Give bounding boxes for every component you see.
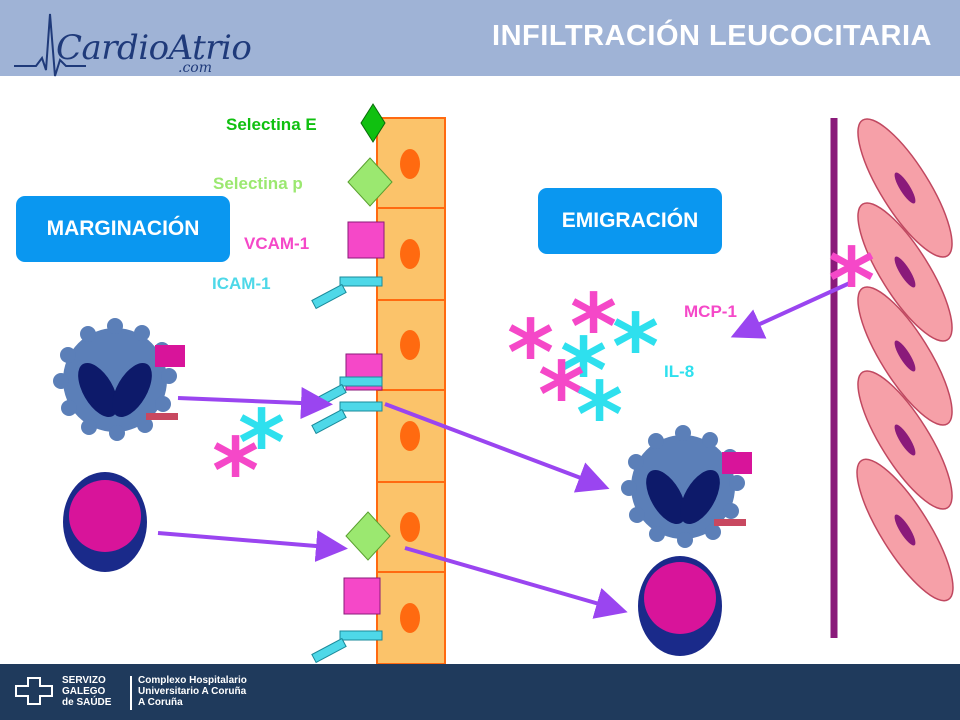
mcp1-label: MCP-1	[684, 302, 737, 321]
sergas-line-2: GALEGO	[62, 686, 106, 697]
arrow-monocyte-out	[384, 402, 610, 493]
hospital-line-2: Universitario A Coruña	[138, 686, 247, 697]
monocyte-right	[621, 425, 752, 548]
monocyte-left	[53, 318, 185, 441]
vcam-marker	[347, 221, 385, 259]
cytokine-asterisk: *	[238, 391, 285, 496]
selectina-p-bound-marker	[345, 511, 391, 561]
cytokine-asterisk: *	[828, 229, 875, 334]
page-title: INFILTRACIÓN LEUCOCITARIA	[492, 20, 932, 52]
hospital-text: Complexo Hospitalario Universitario A Co…	[138, 675, 247, 708]
cardioatrio-logo	[14, 8, 254, 78]
smooth-muscle-layer	[856, 118, 954, 602]
cytokine-asterisk: *	[612, 295, 659, 400]
cytokine-asterisk: *	[212, 419, 259, 524]
cytokine-asterisk: *	[538, 343, 585, 448]
sergas-cross-icon	[15, 677, 53, 705]
nucleus	[400, 512, 420, 542]
header-bar	[0, 0, 960, 76]
selectina-e-marker	[360, 103, 386, 143]
nucleus	[400, 239, 420, 269]
cytokine-asterisk: *	[570, 275, 617, 380]
arrow-lymphocyte-in	[157, 530, 348, 562]
lymphocyte-right	[638, 556, 722, 656]
selectina-p-marker	[347, 157, 393, 207]
sergas-text: SERVIZO GALEGO de SAÚDE	[62, 675, 111, 708]
arrow-lymphocyte-out	[404, 546, 628, 619]
margination-label: MARGINACIÓN	[16, 196, 230, 262]
smooth-muscle-cell	[857, 202, 953, 342]
sergas-line-1: SERVIZO	[62, 675, 106, 686]
icam-label: ICAM-1	[212, 274, 271, 293]
ecg-trace-icon	[14, 13, 86, 77]
arrow-monocyte-in	[177, 387, 333, 420]
logo-text: CardioAtrio	[56, 28, 252, 68]
icam-marker	[311, 276, 383, 310]
lymphocyte-left	[63, 472, 147, 572]
smooth-muscle-cell	[857, 286, 953, 426]
hospital-line-1: Complexo Hospitalario	[138, 675, 247, 686]
selectina-e-label: Selectina E	[226, 115, 317, 134]
cytokines: * * * * * * * * *	[212, 229, 875, 524]
emigration-label: EMIGRACIÓN	[538, 188, 722, 254]
arrow-mcp1	[730, 280, 853, 339]
nucleus	[400, 421, 420, 451]
icam-bottom-marker	[311, 630, 383, 664]
smooth-muscle-cell	[857, 118, 953, 258]
migration-arrows	[157, 280, 853, 619]
cytokine-asterisk: *	[576, 363, 623, 468]
hospital-line-3: A Coruña	[138, 697, 183, 708]
nucleus	[400, 149, 420, 179]
il8-label: IL-8	[664, 362, 695, 381]
vcam-label: VCAM-1	[244, 234, 310, 253]
endothelium	[376, 117, 446, 665]
nucleus	[400, 330, 420, 360]
sergas-line-3: de SAÚDE	[62, 697, 112, 708]
cytokine-asterisk: *	[507, 301, 554, 406]
logo-subtext: .com	[178, 60, 212, 76]
footer-separator	[130, 676, 132, 710]
nucleus	[400, 603, 420, 633]
footer-bar	[0, 664, 960, 720]
smooth-muscle-cell	[857, 370, 953, 510]
cytokine-asterisk: *	[560, 319, 607, 424]
vcam-bottom-marker	[343, 577, 381, 615]
smooth-muscle-cell	[856, 458, 954, 602]
selectina-p-label: Selectina p	[213, 174, 303, 193]
